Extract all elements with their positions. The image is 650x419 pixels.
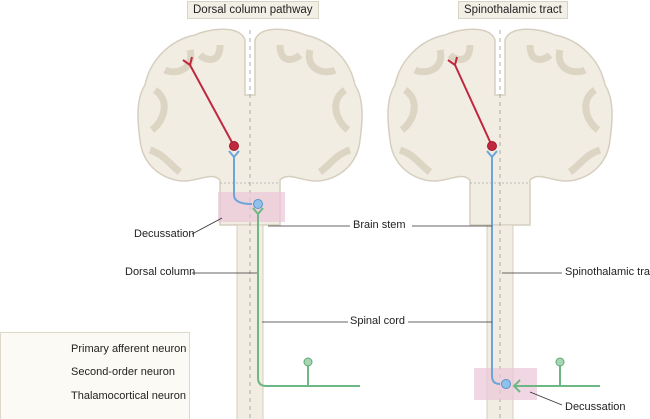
legend-thalamocortical: Thalamocortical neuron [71, 390, 186, 402]
legend: Primary afferent neuron Second-order neu… [0, 332, 190, 419]
leader-lines [191, 217, 563, 406]
label-spinal-cord: Spinal cord [350, 315, 406, 327]
legend-second-order: Second-order neuron [71, 366, 175, 378]
label-dorsal-column: Dorsal column [125, 266, 196, 278]
second-order-neuron-right [486, 150, 511, 389]
label-spinothalamic-tract: Spinothalamic tract [565, 266, 650, 278]
label-brain-stem: Brain stem [353, 219, 406, 231]
label-decussation-left: Decussation [134, 228, 195, 240]
primary-afferent-neuron-right [512, 357, 600, 393]
label-decussation-right: Decussation [565, 401, 626, 413]
decussation-highlight-left [218, 192, 285, 222]
primary-afferent-neuron-left [252, 207, 360, 387]
thalamocortical-neuron-left [182, 56, 239, 151]
panel-title-spinothalamic: Spinothalamic tract [458, 1, 568, 19]
second-order-neuron-left [228, 150, 263, 209]
thalamocortical-neuron-right [447, 56, 497, 151]
panel-title-dorsal: Dorsal column pathway [187, 1, 319, 19]
legend-primary-afferent: Primary afferent neuron [71, 343, 187, 355]
